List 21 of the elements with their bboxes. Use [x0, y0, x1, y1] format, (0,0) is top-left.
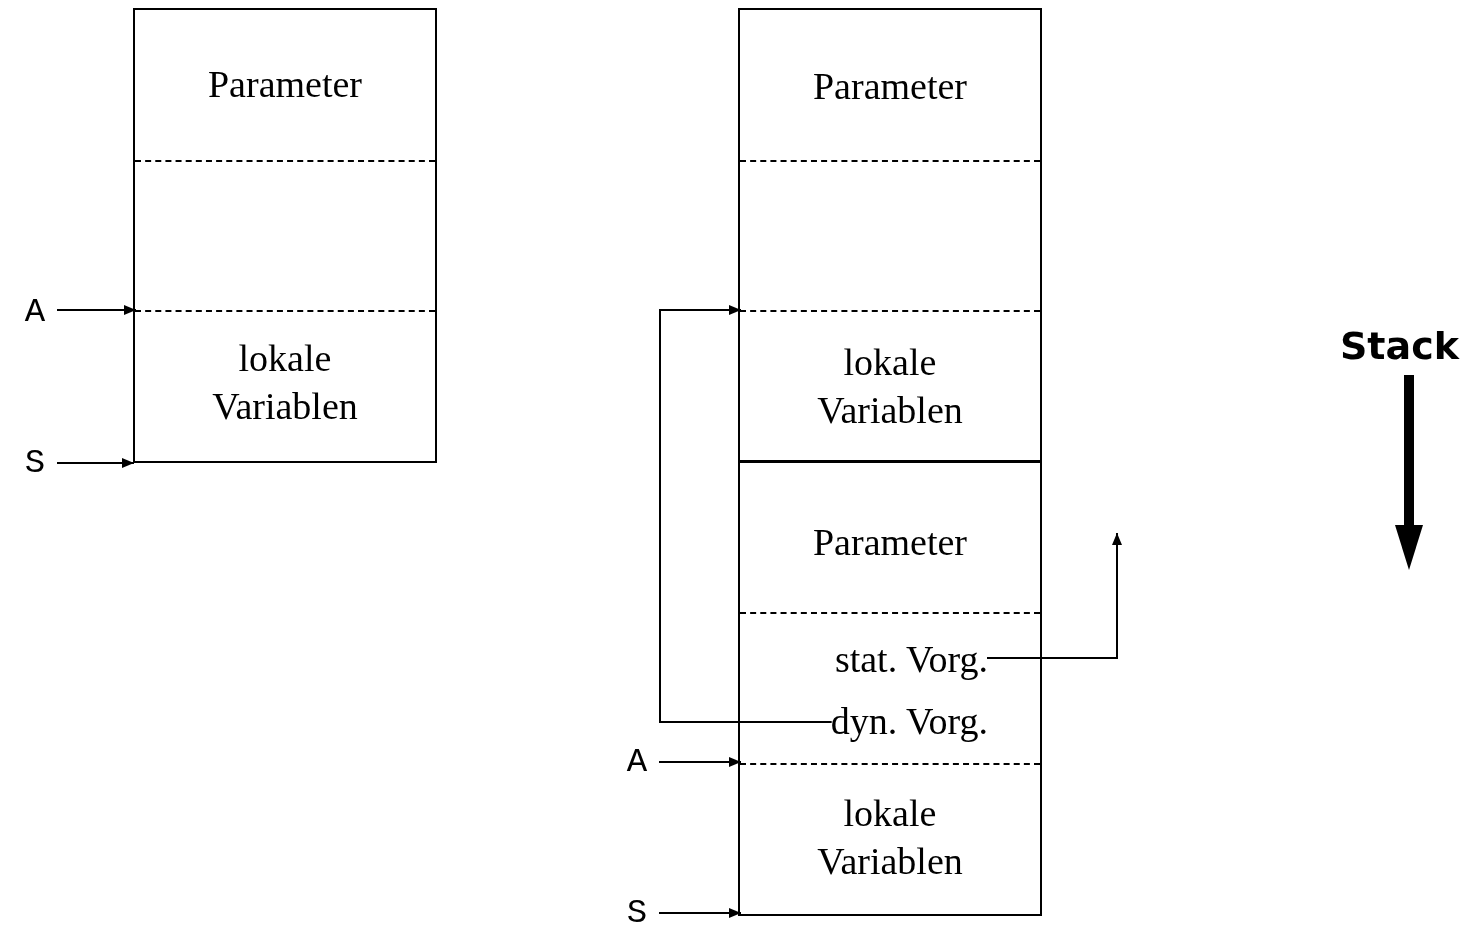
pointer-label: A: [12, 290, 58, 334]
arrow: [986, 532, 1122, 659]
section-label: Parameter: [813, 520, 967, 565]
stack-frame: [133, 8, 437, 463]
direction-label: Stack: [1340, 323, 1459, 370]
section-label: Parameter: [813, 64, 967, 109]
pointer-label: S: [12, 441, 58, 485]
section-label: lokale Variablen: [816, 340, 964, 433]
arrow: [56, 458, 135, 468]
section-label: lokale Variablen: [816, 791, 964, 884]
section-label: lokale Variablen: [211, 336, 359, 429]
field-label: dyn. Vorg.: [830, 698, 988, 744]
arrow: [658, 757, 742, 767]
pointer-label: A: [614, 740, 660, 784]
field-label: stat. Vorg.: [834, 636, 988, 682]
arrow: [659, 305, 833, 723]
arrow: [658, 908, 742, 918]
arrow: [56, 305, 137, 315]
section-label: Parameter: [208, 62, 362, 107]
pointer-label: S: [614, 891, 660, 933]
stack-frame: [738, 8, 1042, 916]
